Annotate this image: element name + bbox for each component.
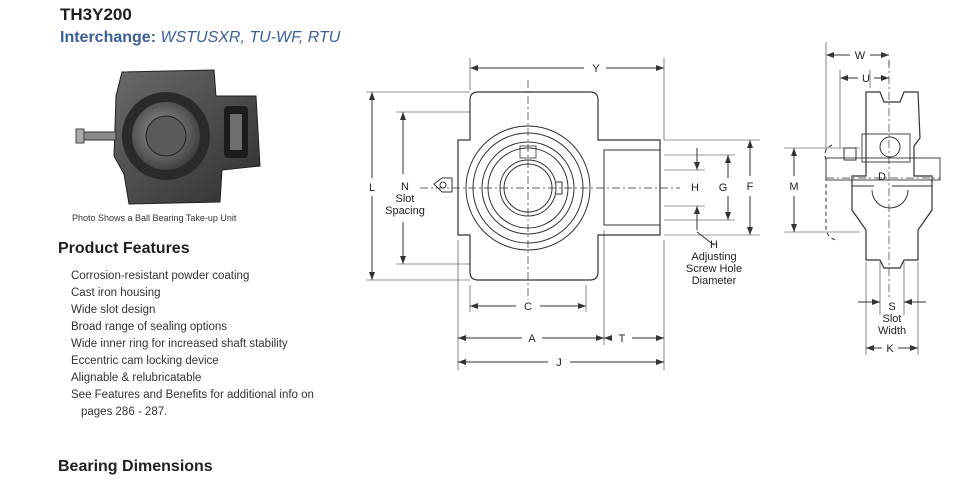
dim-label-a: A — [528, 333, 536, 345]
dim-label-g: G — [719, 182, 728, 194]
feature-item: See Features and Benefits for additional… — [71, 389, 314, 401]
feature-item: Eccentric cam locking device — [71, 355, 219, 367]
dim-label-h: H — [691, 182, 699, 194]
feature-item: Broad range of sealing options — [71, 321, 227, 333]
dim-label-t: T — [619, 333, 626, 345]
dim-label-l: L — [369, 182, 375, 194]
interchange-values: WSTUSXR, TU-WF, RTU — [160, 29, 341, 46]
slot-width-label-2: Width — [878, 325, 906, 337]
dim-label-k: K — [886, 343, 894, 355]
dim-label-u: U — [862, 73, 870, 85]
feature-item: pages 286 - 287. — [81, 406, 168, 418]
feature-item: Corrosion-resistant powder coating — [71, 270, 250, 282]
adjusting-hole-label-2: Screw Hole — [686, 263, 742, 275]
dim-label-m: M — [789, 181, 798, 193]
feature-item: Cast iron housing — [71, 287, 161, 299]
product-photo — [75, 69, 261, 205]
slot-width-label-1: Slot — [883, 313, 902, 325]
feature-item: Wide slot design — [71, 304, 156, 316]
feature-item: Wide inner ring for increased shaft stab… — [71, 338, 288, 350]
feature-item: Alignable & relubricatable — [71, 372, 202, 384]
dim-label-c: C — [524, 301, 532, 313]
dimension-drawing: Y L N Slot Spacing H G F H Adjusting Scr… — [366, 42, 941, 370]
adjusting-hole-label-3: Diameter — [692, 275, 737, 287]
interchange-label: Interchange: — [60, 29, 157, 46]
adjusting-hole-label-h: H — [710, 239, 718, 251]
dim-label-n-slot: Slot — [396, 193, 415, 205]
features-list: Corrosion-resistant powder coating Cast … — [71, 268, 321, 421]
dim-label-w: W — [855, 50, 866, 62]
interchange-line: Interchange: WSTUSXR, TU-WF, RTU — [60, 29, 340, 47]
dim-label-n: N — [401, 181, 409, 193]
dim-label-y: Y — [592, 63, 600, 75]
dim-label-n-spacing: Spacing — [385, 205, 425, 217]
bearing-dimensions-heading: Bearing Dimensions — [58, 458, 213, 475]
product-code: TH3Y200 — [60, 5, 132, 24]
front-view — [366, 58, 760, 370]
photo-caption: Photo Shows a Ball Bearing Take-up Unit — [72, 213, 237, 223]
dim-label-d: D — [878, 171, 886, 183]
dim-label-j: J — [556, 357, 562, 369]
adjusting-hole-label-1: Adjusting — [691, 251, 736, 263]
dim-label-s: S — [888, 301, 895, 313]
dim-label-f: F — [747, 181, 754, 193]
side-view — [784, 42, 941, 355]
features-heading: Product Features — [58, 240, 190, 257]
